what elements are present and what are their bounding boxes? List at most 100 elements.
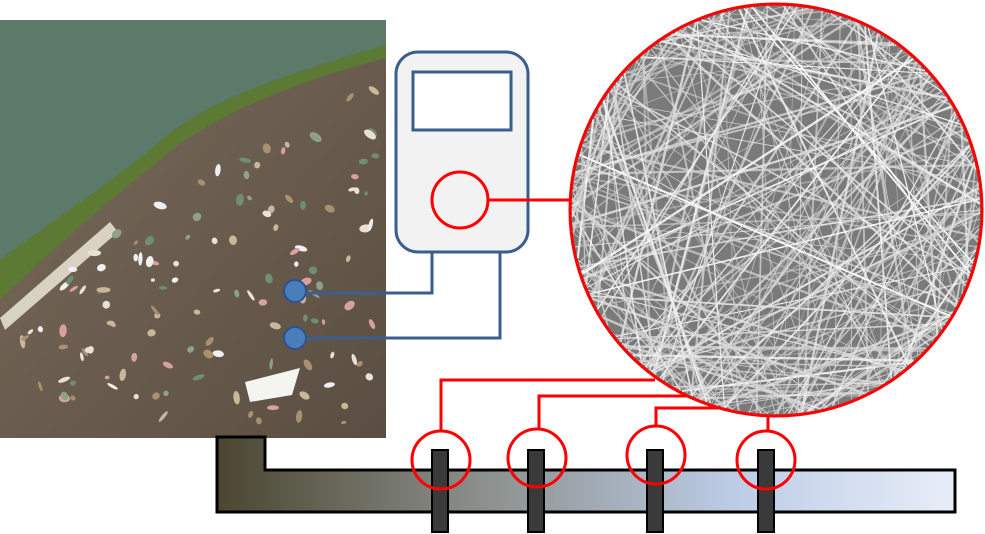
debris-item <box>341 402 349 410</box>
debris-item <box>248 410 254 418</box>
debris-item <box>368 86 380 95</box>
nanofiber-strand <box>791 6 972 270</box>
debris-item <box>192 374 205 381</box>
debris-item <box>256 417 262 425</box>
debris-item <box>323 382 335 388</box>
debris-item <box>265 273 273 284</box>
nanofiber-strand <box>575 72 929 174</box>
filter-elements <box>431 449 775 533</box>
nanofiber-strand <box>592 297 866 395</box>
debris-item <box>133 240 138 245</box>
nanofiber-strand <box>615 82 930 346</box>
nanofiber-strand <box>577 259 769 415</box>
nanofiber-strand <box>624 345 924 352</box>
nanofiber-strand <box>782 6 796 414</box>
debris-item <box>106 320 115 326</box>
debris-item <box>310 318 319 324</box>
debris-item <box>321 319 326 325</box>
debris-item <box>346 255 351 263</box>
riverbank-photo <box>0 20 386 438</box>
nanofiber-strand <box>783 197 981 415</box>
nanofiber-strand <box>667 35 957 308</box>
nanofiber-strand <box>746 7 891 380</box>
nanofiber-magnified-view <box>568 2 984 418</box>
nanofiber-strand <box>609 8 814 93</box>
debris-item <box>79 285 86 295</box>
debris-item <box>309 132 322 143</box>
probe-electrode-1 <box>283 279 307 303</box>
nanofiber-strand <box>639 360 907 368</box>
debris-item <box>87 249 102 257</box>
nanofiber-strand <box>597 6 798 310</box>
nanofiber-strand <box>590 14 716 297</box>
debris-item <box>119 368 127 381</box>
probe-wires <box>306 252 502 340</box>
nanofiber-strand <box>776 61 918 415</box>
connector-lines <box>439 198 770 430</box>
debris-item <box>365 373 374 381</box>
debris-item <box>234 289 240 298</box>
debris-item <box>37 326 44 333</box>
debris-item <box>102 300 111 309</box>
debris-item <box>145 256 154 268</box>
debris-item <box>358 158 368 165</box>
debris-item <box>368 319 376 330</box>
nanofiber-strand <box>696 21 725 408</box>
debris-item <box>351 353 358 366</box>
debris-item <box>66 275 74 285</box>
debris-item <box>138 252 143 266</box>
nanofiber-strand <box>632 354 914 362</box>
debris-item <box>302 314 308 322</box>
debris-item <box>153 201 167 210</box>
debris-item <box>163 390 169 397</box>
debris-item <box>84 346 94 354</box>
debris-item <box>60 391 69 401</box>
nanofiber-strand <box>857 23 870 393</box>
nanofiber-strand <box>797 7 803 413</box>
debris-item <box>58 344 69 350</box>
debris-item <box>364 129 376 140</box>
nanofiber-strand <box>699 57 912 400</box>
debris-item <box>158 286 168 290</box>
debris-item <box>368 218 374 231</box>
nanofiber-strand <box>648 8 814 371</box>
nanofiber-strand <box>902 161 976 370</box>
nanofiber-strand <box>572 105 602 234</box>
debris-item <box>330 351 335 359</box>
debris-item <box>267 205 275 213</box>
nanofiber-strand <box>877 33 958 305</box>
debris-item <box>151 305 160 316</box>
nanofiber-strand <box>858 156 974 397</box>
nanofiber-strand <box>638 347 926 361</box>
debris-item <box>284 141 290 148</box>
debris-item <box>203 349 214 359</box>
nanofiber-strand <box>572 213 981 229</box>
debris-item <box>104 375 110 380</box>
debris-item <box>254 161 261 169</box>
nanofiber-strand <box>583 12 726 142</box>
debris-item <box>229 235 237 246</box>
debris-item <box>303 359 313 371</box>
debris-item <box>212 350 224 358</box>
nanofiber-strand <box>850 20 853 400</box>
debris-item <box>247 195 252 201</box>
debris-item <box>269 358 273 370</box>
debris-item <box>107 383 118 390</box>
debris-item <box>79 352 84 362</box>
debris-item <box>205 336 214 346</box>
debris-item <box>267 405 279 411</box>
debris-item <box>27 329 34 335</box>
debris-item <box>215 163 221 177</box>
nanofiber-strand <box>571 207 935 340</box>
debris-item <box>158 411 168 422</box>
nanofiber-strand <box>581 57 914 275</box>
nanofiber-strand <box>711 12 830 404</box>
nanofiber-strand <box>580 148 586 283</box>
nanofiber-strand <box>644 49 904 368</box>
nanofiber-strand <box>720 188 980 408</box>
debris-item <box>21 335 29 341</box>
debris-item <box>351 174 359 180</box>
filter-2 <box>527 449 545 533</box>
nanofiber-strand <box>582 144 979 238</box>
